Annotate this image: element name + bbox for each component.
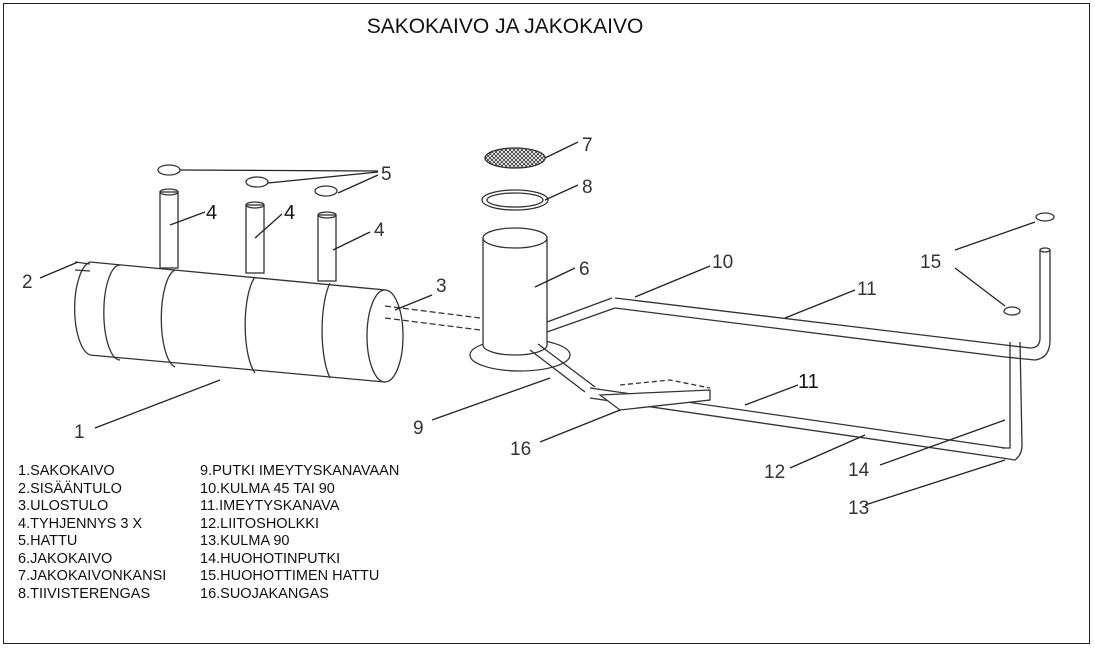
- leader-lines: [39, 141, 1036, 506]
- callout-10: 10: [712, 252, 733, 273]
- legend-item: 15.HUOHOTTIMEN HATTU: [200, 568, 380, 584]
- callout-12: 12: [764, 462, 785, 483]
- legend-item: 16.SUOJAKANGAS: [200, 585, 329, 602]
- callout-15: 15: [920, 252, 941, 273]
- diagram-title: SAKOKAIVO JA JAKOKAIVO: [366, 15, 644, 38]
- upper-drain-line: [546, 212, 1055, 361]
- lower-drain-line: [529, 341, 1023, 461]
- callout-6: 6: [579, 259, 590, 280]
- legend-item: 10.KULMA 45 TAI 90: [200, 480, 335, 497]
- legend-item: 7.JAKOKAIVONKANSI: [18, 568, 167, 584]
- legend-column-1: 1.SAKOKAIVO 2.SISÄÄNTULO 3.ULOSTULO 4.TY…: [18, 463, 166, 603]
- legend-item: 11.IMEYTYSKANAVA: [200, 498, 340, 514]
- callout-11a: 11: [857, 279, 877, 300]
- callout-3: 3: [436, 276, 447, 297]
- legend-item: 8.TIIVISTERENGAS: [18, 585, 151, 602]
- distribution-well: [469, 147, 571, 372]
- callout-2: 2: [22, 272, 33, 293]
- legend-item: 5.HATTU: [18, 533, 78, 549]
- legend-item: 1.SAKOKAIVO: [18, 463, 115, 479]
- callout-11b: 11: [798, 371, 819, 393]
- callout-9: 9: [413, 418, 424, 439]
- septic-tank: [73, 261, 404, 383]
- legend-item: 6.JAKOKAIVO: [18, 550, 113, 567]
- callout-4b: 4: [284, 202, 295, 224]
- callout-16: 16: [510, 439, 531, 460]
- callout-14: 14: [848, 460, 870, 481]
- outlet-pipe: [384, 305, 481, 331]
- callout-4c: 4: [374, 220, 385, 241]
- callout-5: 5: [381, 164, 392, 185]
- legend-item: 3.ULOSTULO: [18, 498, 109, 514]
- callout-4a: 4: [206, 202, 217, 224]
- diagram-frame: [3, 3, 1090, 644]
- legend-item: 14.HUOHOTINPUTKI: [200, 550, 341, 567]
- legend-column-2: 9.PUTKI IMEYTYSKANAVAAN 10.KULMA 45 TAI …: [200, 463, 399, 603]
- callout-1: 1: [74, 422, 85, 443]
- callout-8: 8: [582, 177, 593, 198]
- inspection-pipes: [157, 164, 338, 282]
- callout-7: 7: [582, 135, 593, 156]
- legend-item: 13.KULMA 90: [200, 533, 290, 549]
- legend-item: 9.PUTKI IMEYTYSKANAVAAN: [200, 463, 400, 479]
- legend-item: 12.LIITOSHOLKKI: [200, 515, 320, 532]
- callout-13: 13: [848, 498, 869, 519]
- legend-item: 4.TYHJENNYS 3 X: [18, 515, 143, 532]
- legend-item: 2.SISÄÄNTULO: [18, 480, 122, 497]
